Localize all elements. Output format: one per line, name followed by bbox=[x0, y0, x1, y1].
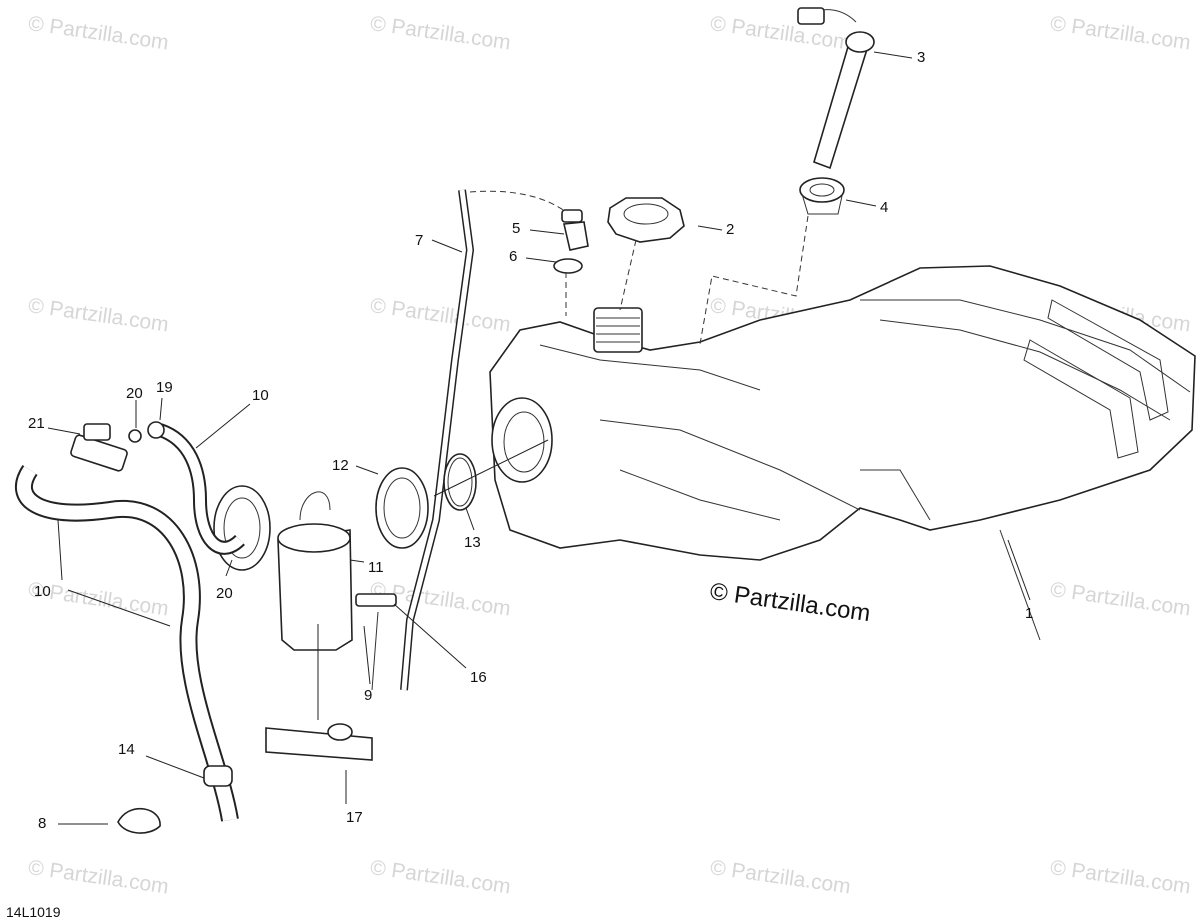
callout-20-bottom: 20 bbox=[216, 585, 233, 602]
callout-17: 17 bbox=[346, 809, 363, 826]
callout-10-left: 10 bbox=[34, 583, 51, 600]
callout-4: 4 bbox=[880, 199, 889, 216]
fuel-tank[interactable] bbox=[489, 265, 1196, 641]
callout-3: 3 bbox=[917, 49, 926, 66]
vent-hose[interactable] bbox=[400, 189, 567, 691]
fuel-pump-module[interactable] bbox=[213, 485, 353, 651]
callout-12: 12 bbox=[332, 457, 349, 474]
fitting[interactable] bbox=[355, 593, 397, 607]
fuel-filter-strainer[interactable] bbox=[265, 723, 373, 761]
callout-10-top: 10 bbox=[252, 387, 269, 404]
callout-6: 6 bbox=[509, 248, 518, 265]
sender-grommet[interactable] bbox=[799, 177, 845, 215]
nut[interactable] bbox=[128, 429, 142, 443]
fuel-cap[interactable] bbox=[607, 197, 685, 243]
callout-5: 5 bbox=[512, 220, 521, 237]
callout-9: 9 bbox=[364, 687, 373, 704]
fuel-level-sender[interactable] bbox=[797, 7, 875, 170]
fuel-hose[interactable] bbox=[15, 423, 245, 822]
callout-21: 21 bbox=[28, 415, 45, 432]
fuel-connector[interactable] bbox=[70, 423, 128, 472]
callout-2: 2 bbox=[726, 221, 735, 238]
figure-code: 14L1019 bbox=[6, 904, 61, 920]
callout-7: 7 bbox=[415, 232, 424, 249]
vent-valve[interactable] bbox=[561, 209, 589, 251]
callout-8: 8 bbox=[38, 815, 47, 832]
callout-14: 14 bbox=[118, 741, 135, 758]
hose-protector[interactable] bbox=[203, 765, 233, 787]
hose-clamp[interactable] bbox=[117, 807, 161, 834]
callout-13: 13 bbox=[464, 534, 481, 551]
cap-19[interactable] bbox=[147, 421, 165, 439]
callout-11: 11 bbox=[368, 559, 384, 576]
callout-1: 1 bbox=[1025, 605, 1034, 622]
lock-ring[interactable] bbox=[375, 467, 429, 549]
fuel-line[interactable] bbox=[371, 611, 379, 691]
callout-20-top: 20 bbox=[126, 385, 143, 402]
o-ring[interactable] bbox=[443, 453, 477, 511]
callout-16: 16 bbox=[470, 669, 487, 686]
callout-19: 19 bbox=[156, 379, 173, 396]
vent-valve-grommet[interactable] bbox=[553, 258, 583, 274]
